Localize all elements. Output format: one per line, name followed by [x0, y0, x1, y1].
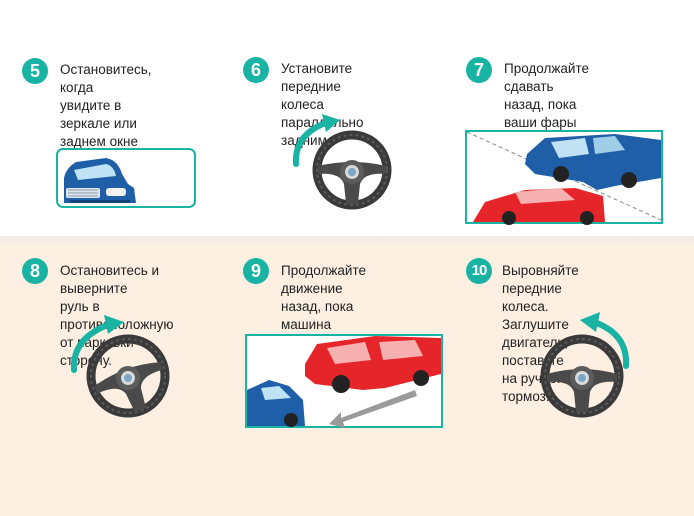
parking-scene-icon: [465, 130, 663, 225]
step-6-number: 6: [243, 57, 269, 83]
parking-scene-icon: [245, 334, 443, 428]
step-8-number: 8: [22, 258, 48, 284]
turn-arrow-icon: [70, 315, 124, 373]
car-in-mirror-icon: [56, 148, 196, 208]
step-10-number: 10: [466, 258, 492, 284]
steering-wheel-icon: [312, 130, 392, 210]
step-7-number: 7: [466, 57, 492, 83]
steering-wheel-icon: [540, 334, 624, 418]
steering-wheel-icon: [86, 334, 170, 418]
step-5-number: 5: [22, 58, 48, 84]
turn-arrow-icon: [292, 114, 340, 167]
turn-arrow-icon: [580, 312, 630, 369]
step-9-number: 9: [243, 258, 269, 284]
